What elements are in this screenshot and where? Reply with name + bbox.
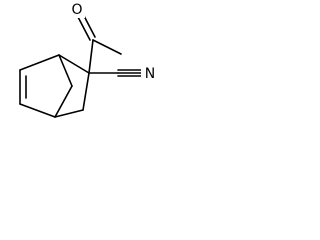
bond-bridge-c4 — [54, 85, 73, 118]
oxygen-atom-label: O — [71, 2, 82, 18]
nitrogen-label-background — [141, 64, 159, 82]
structure-canvas: O N — [0, 0, 162, 142]
bond-c4-c5 — [19, 103, 56, 118]
bond-c2-c3 — [82, 72, 90, 111]
bond-c2-carbonyl — [88, 39, 94, 74]
bond-c1-c2 — [58, 54, 90, 74]
skeletal-formula: O N — [19, 0, 159, 118]
nitrogen-atom-label: N — [145, 66, 155, 82]
oxygen-label-background — [69, 0, 85, 18]
bond-c6-c1 — [19, 54, 60, 71]
bond-carbonyl-oxygen-a — [77, 16, 91, 41]
bond-carbonyl-methyl — [92, 39, 122, 55]
bond-c1-bridge — [58, 54, 73, 87]
bond-c3-c4 — [54, 109, 84, 118]
